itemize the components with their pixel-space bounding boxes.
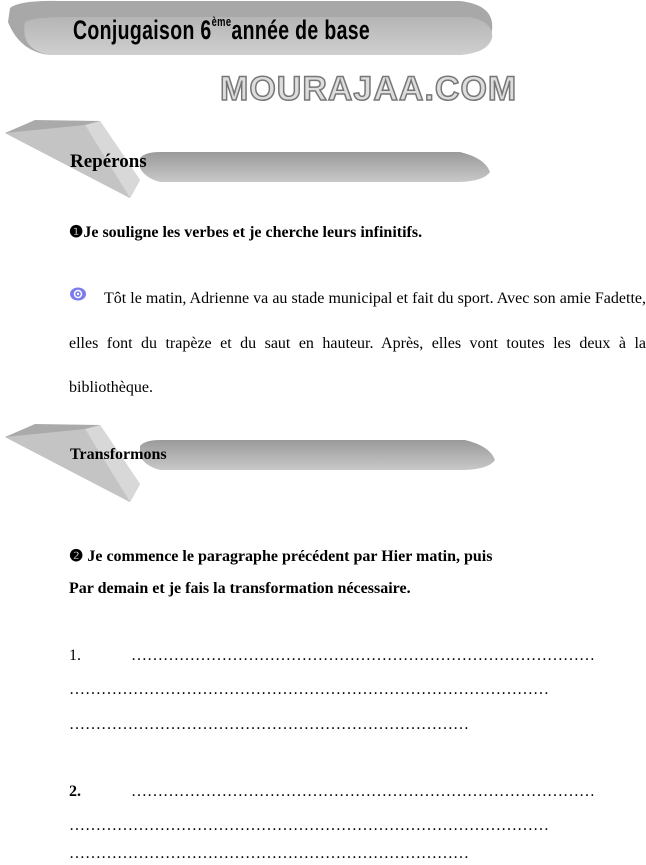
instruction-text: Je souligne les verbes et je cherche leu… — [83, 224, 423, 241]
answer-2-line-3[interactable]: ………………………………………………………………… — [69, 845, 469, 862]
watermark: MOURAJAA.COM — [219, 69, 518, 109]
answer-2-line-1[interactable]: …………………………………………………………………………… — [131, 783, 595, 800]
title-banner — [8, 0, 493, 55]
section2-banner — [5, 424, 495, 502]
answer-2-line-2[interactable]: ……………………………………………………………………………… — [69, 817, 549, 834]
exercise2-instruction-line2: Par demain et je fais la transformation … — [69, 580, 411, 597]
title-text: Conjugaison 6 — [73, 15, 212, 45]
instruction-text: Je commence le paragraphe précédent par … — [87, 548, 493, 565]
answer-1-line-1[interactable]: …………………………………………………………………………… — [131, 647, 595, 664]
exercise1-instruction: ❶Je souligne les verbes et je cherche le… — [69, 222, 422, 242]
title-superscript: ème — [211, 14, 232, 29]
section-title-transformons: Transformons — [70, 446, 167, 463]
spiral-bullet-icon — [69, 287, 87, 301]
exercise2-instruction-line1: ❷ Je commence le paragraphe précédent pa… — [69, 546, 492, 566]
number-one-icon: ❶ — [69, 224, 84, 241]
title-text-rest: année de base — [231, 15, 371, 45]
exercise1-text: Tôt le matin, Adrienne va au stade munic… — [69, 290, 646, 396]
answer-1-line-2[interactable]: ……………………………………………………………………………… — [69, 681, 549, 698]
answer-2-label: 2. — [69, 783, 81, 800]
number-two-icon: ❷ — [69, 548, 84, 565]
page-title: Conjugaison 6èmeannée de base — [73, 14, 370, 46]
section1-banner — [5, 120, 490, 198]
section-title-reperons: Repérons — [70, 151, 147, 172]
answer-1-label: 1. — [69, 647, 81, 664]
answer-1-line-3[interactable]: ………………………………………………………………… — [69, 716, 469, 733]
